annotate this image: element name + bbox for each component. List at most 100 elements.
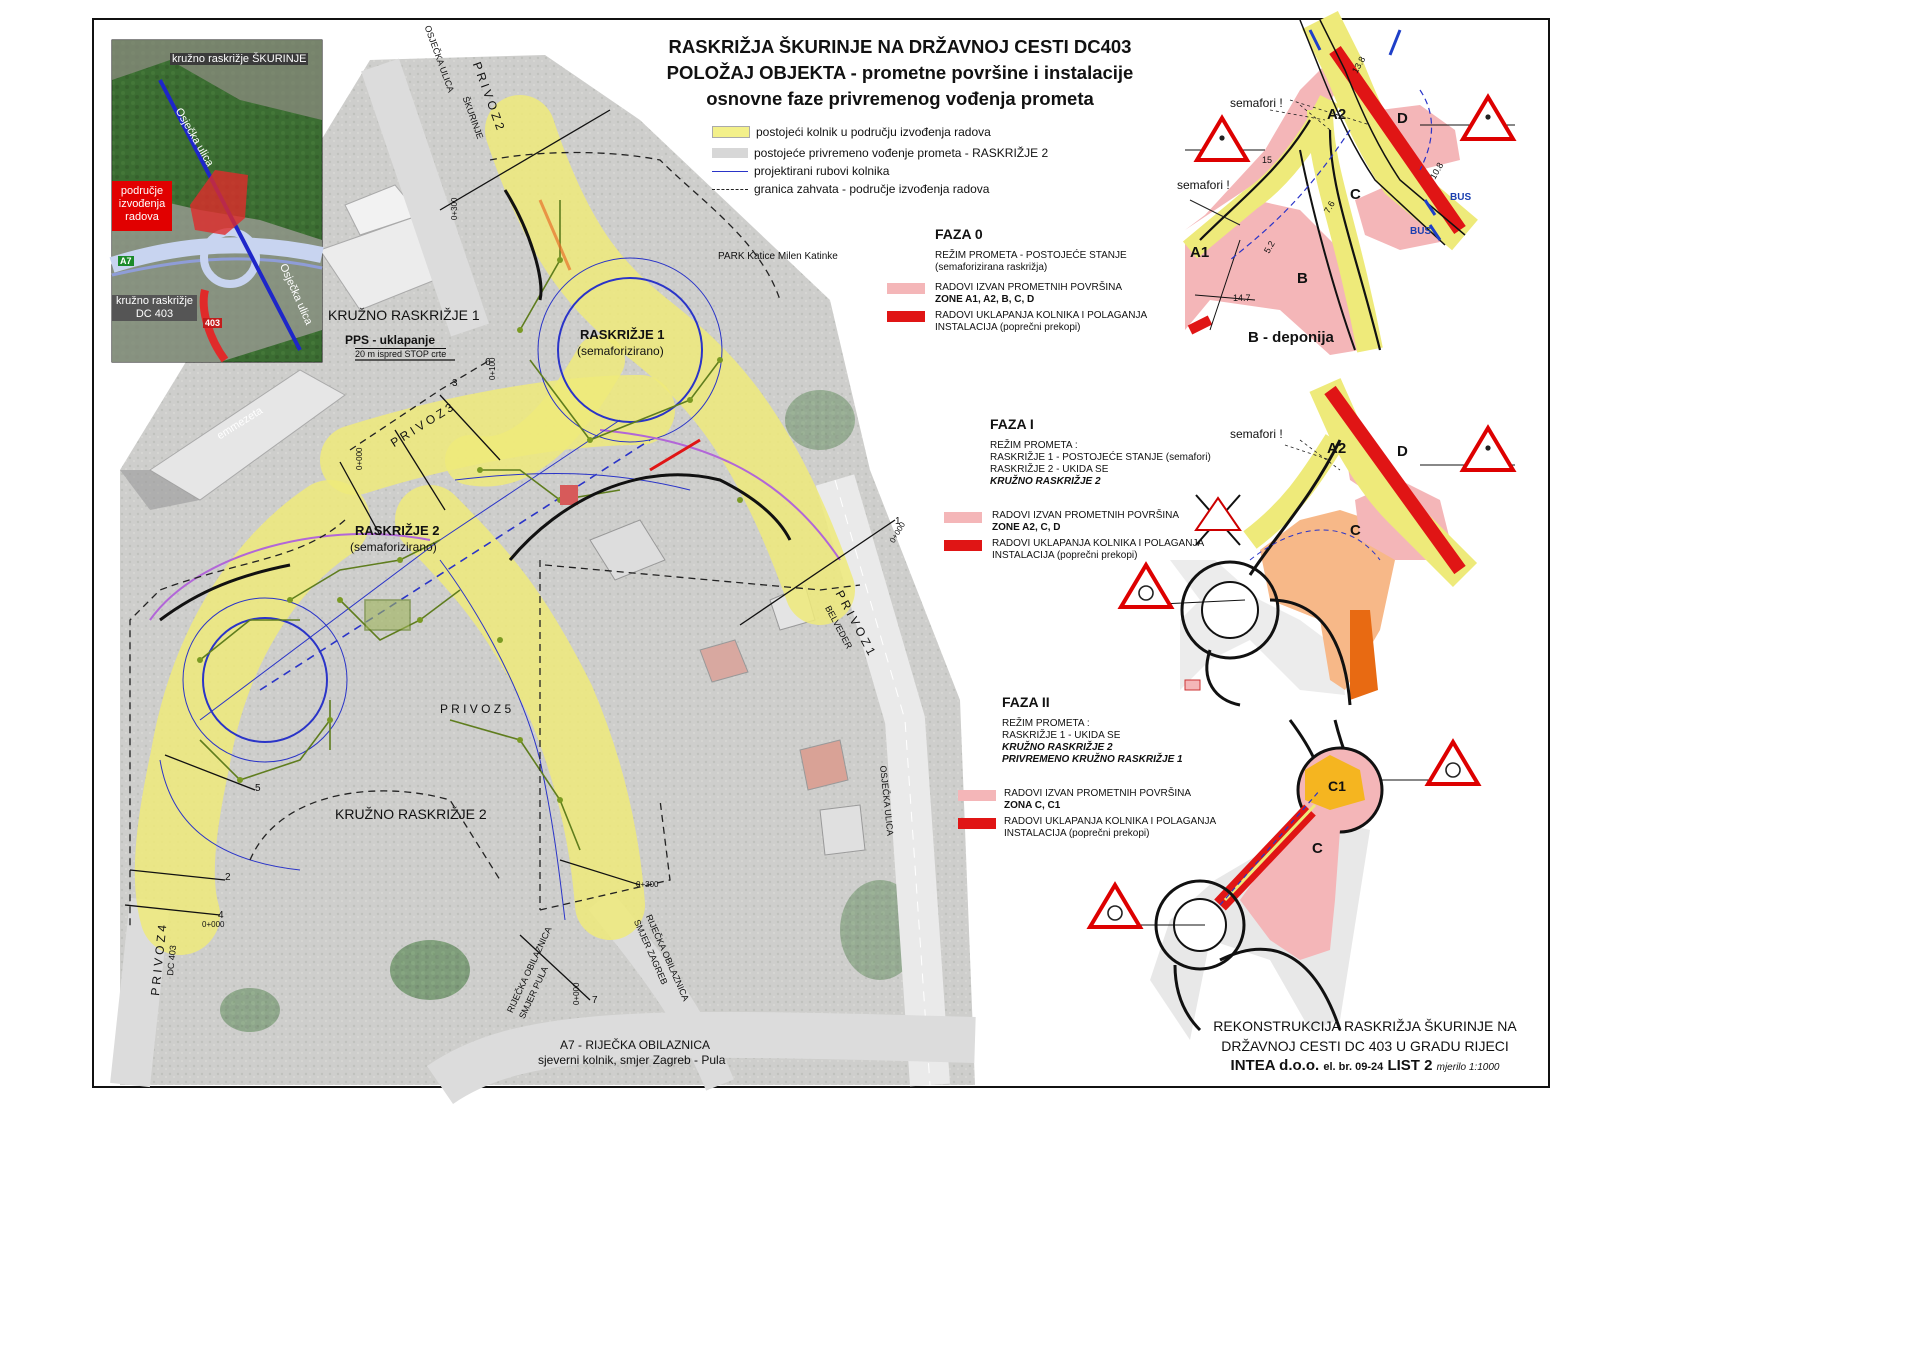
faza2-line-1: RASKRIŽJE 1 - UKIDA SE	[1002, 730, 1121, 741]
zone-label-c: C	[1350, 522, 1361, 539]
faza1-legend-1-zones: ZONE A2, C, D	[992, 522, 1061, 533]
legend-item-temp-traffic: postojeće privremeno vođenje prometa - R…	[712, 145, 1048, 161]
faza2-line-3: PRIVREMENO KRUŽNO RASKRIŽJE 1	[1002, 754, 1183, 765]
dimension-label: 14.7	[1233, 293, 1251, 303]
faza1-heading: FAZA I	[990, 416, 1034, 432]
legend-swatch	[712, 170, 748, 172]
bus-label: BUS	[1450, 192, 1472, 203]
label-a7-line-2: sjeverni kolnik, smjer Zagreb - Pula	[538, 1053, 726, 1067]
label-raskrizje-1: RASKRIŽJE 1	[580, 327, 665, 342]
station-label: 0+300	[450, 197, 459, 220]
footer-list: LIST 2	[1387, 1057, 1433, 1074]
inset-label-kruzno-bottom: kružno raskrižje DC 403	[112, 295, 197, 321]
section-number: 6	[485, 357, 491, 368]
faza0-legend-2-sub: INSTALACIJA (poprečni prekopi)	[935, 322, 1081, 333]
section-number: 1	[895, 516, 901, 527]
faza0-legend-2: RADOVI UKLAPANJA KOLNIKA I POLAGANJA	[935, 310, 1148, 321]
legend-swatch	[712, 126, 750, 138]
faza0-heading: FAZA 0	[935, 226, 983, 242]
faza2-graphic	[1130, 719, 1440, 1040]
section-number: 7	[592, 995, 598, 1006]
label-kruzno-2: KRUŽNO RASKRIŽJE 2	[335, 806, 487, 822]
warning-signs	[1086, 93, 1517, 929]
station-label: 0+300	[636, 880, 659, 889]
zone-label-d: D	[1397, 110, 1408, 127]
section-number: 3	[452, 378, 458, 389]
label-a7-line-1: A7 - RIJEČKA OBILAZNICA	[560, 1038, 711, 1052]
phase-legend-swatches	[887, 283, 996, 829]
works-lines	[538, 199, 701, 505]
zone-label-b: B	[1297, 270, 1308, 287]
faza1-line-2: RASKRIŽJE 2 - UKIDA SE	[990, 464, 1109, 475]
title-line-2: POLOŽAJ OBJEKTA - prometne površine i in…	[666, 62, 1134, 83]
faza1-semafori: semafori !	[1230, 427, 1283, 441]
section-lines	[124, 109, 896, 1001]
inset-badge-403: 403	[203, 318, 223, 328]
faza0-legend-1-zones: ZONE A1, A2, B, C, D	[935, 294, 1035, 305]
label-pps-sub: 20 m ispred STOP crte	[355, 348, 447, 359]
zone-label-a1: A1	[1190, 244, 1210, 261]
faza1-line-3: KRUŽNO RASKRIŽJE 2	[990, 476, 1101, 487]
faza2-legend-1: RADOVI IZVAN PROMETNIH POVRŠINA	[1004, 788, 1192, 799]
legend-item-projected-edges: projektirani rubovi kolnika	[712, 163, 889, 179]
title-block: REKONSTRUKCIJA RASKRIŽJA ŠKURINJE NA DRŽ…	[1190, 1016, 1540, 1078]
title-line-1: RASKRIŽJA ŠKURINJE NA DRŽAVNOJ CESTI DC4…	[668, 36, 1132, 57]
label-raskrizje-2-sub: (semaforizirano)	[350, 540, 437, 554]
bus-label: BUS	[1410, 226, 1432, 237]
section-number: 4	[218, 910, 224, 921]
faza0-rezim: REŽIM PROMETA - POSTOJEĆE STANJE	[935, 250, 1127, 261]
section-number: 2	[225, 872, 231, 883]
legend-item-boundary: granica zahvata - područje izvođenja rad…	[712, 181, 989, 197]
faza0-semafori-1: semafori !	[1230, 96, 1283, 110]
legend-swatch	[712, 148, 748, 158]
faza1-legend-1: RADOVI IZVAN PROMETNIH POVRŠINA	[992, 510, 1180, 521]
label-privoz-5: P R I V O Z 5	[440, 702, 512, 716]
aerial-photo	[110, 55, 976, 1105]
station-label: 0+000	[572, 982, 581, 1005]
station-label: 0+000	[202, 920, 225, 929]
label-pps: PPS - uklapanje	[345, 333, 436, 347]
faza2-line-2: KRUŽNO RASKRIŽJE 2	[1002, 742, 1113, 753]
zone-label-c: C	[1350, 186, 1361, 203]
faza0-legend-1: RADOVI IZVAN PROMETNIH POVRŠINA	[935, 282, 1123, 293]
black-edges	[159, 189, 792, 622]
footer-scale: mjerilo 1:1000	[1436, 1062, 1500, 1073]
inset-label-kruzno-top: kružno raskrižje ŠKURINJE	[170, 53, 309, 65]
legend-label: granica zahvata - područje izvođenja rad…	[754, 182, 990, 196]
legend-label: postojeće privremeno vođenje prometa - R…	[754, 146, 1049, 160]
inset-badge-a7: A7	[118, 256, 134, 266]
zone-label-c1: C1	[1328, 778, 1346, 794]
faza1-legend-2-sub: INSTALACIJA (poprečni prekopi)	[992, 550, 1138, 561]
zone-label-d: D	[1397, 443, 1408, 460]
faza2-legend-2: RADOVI UKLAPANJA KOLNIKA I POLAGANJA	[1004, 816, 1217, 827]
faza2-heading: FAZA II	[1002, 694, 1050, 710]
title-line-3: osnovne faze privremenog vođenja prometa	[706, 88, 1094, 109]
faza2-legend-1-zones: ZONA C, C1	[1004, 800, 1061, 811]
dimension-label: 15	[1262, 155, 1273, 165]
label-kruzno-1: KRUŽNO RASKRIŽJE 1	[328, 307, 480, 323]
label-raskrizje-2: RASKRIŽJE 2	[355, 523, 440, 538]
label-raskrizje-1-sub: (semaforizirano)	[577, 344, 664, 358]
zone-label-c: C	[1312, 840, 1323, 857]
faza2-legend-2-sub: INSTALACIJA (poprečni prekopi)	[1004, 828, 1150, 839]
site-plan-graphics	[109, 11, 1517, 1105]
footer-elbr: el. br. 09-24	[1323, 1061, 1384, 1073]
faza0-semafori-2: semafori !	[1177, 178, 1230, 192]
footer-line-1: REKONSTRUKCIJA RASKRIŽJA ŠKURINJE NA	[1213, 1018, 1517, 1034]
drawing-title: RASKRIŽJA ŠKURINJE NA DRŽAVNOJ CESTI DC4…	[540, 34, 1260, 112]
work-boundary	[129, 151, 861, 930]
zone-label-a2: A2	[1327, 440, 1347, 457]
label-park: PARK Katice Milen Katinke	[718, 251, 838, 262]
legend-swatch	[712, 188, 748, 190]
footer-line-2: DRŽAVNOJ CESTI DC 403 U GRADU RIJECI	[1221, 1038, 1509, 1054]
legend-item-existing-road: postojeći kolnik u području izvođenja ra…	[712, 124, 991, 140]
inset-label-podrucje: područje izvođenja radova	[118, 185, 166, 223]
faza0-graphic	[1182, 11, 1515, 355]
legend-label: postojeći kolnik u području izvođenja ra…	[756, 125, 991, 139]
legend-label: projektirani rubovi kolnika	[754, 164, 890, 178]
roundabouts	[149, 257, 841, 871]
installation-network	[197, 200, 743, 851]
faza1-line-1: RASKRIŽJE 1 - POSTOJEĆE STANJE (semafori…	[990, 452, 1211, 463]
section-number: 5	[255, 783, 261, 794]
faza1-rezim: REŽIM PROMETA :	[990, 440, 1078, 451]
